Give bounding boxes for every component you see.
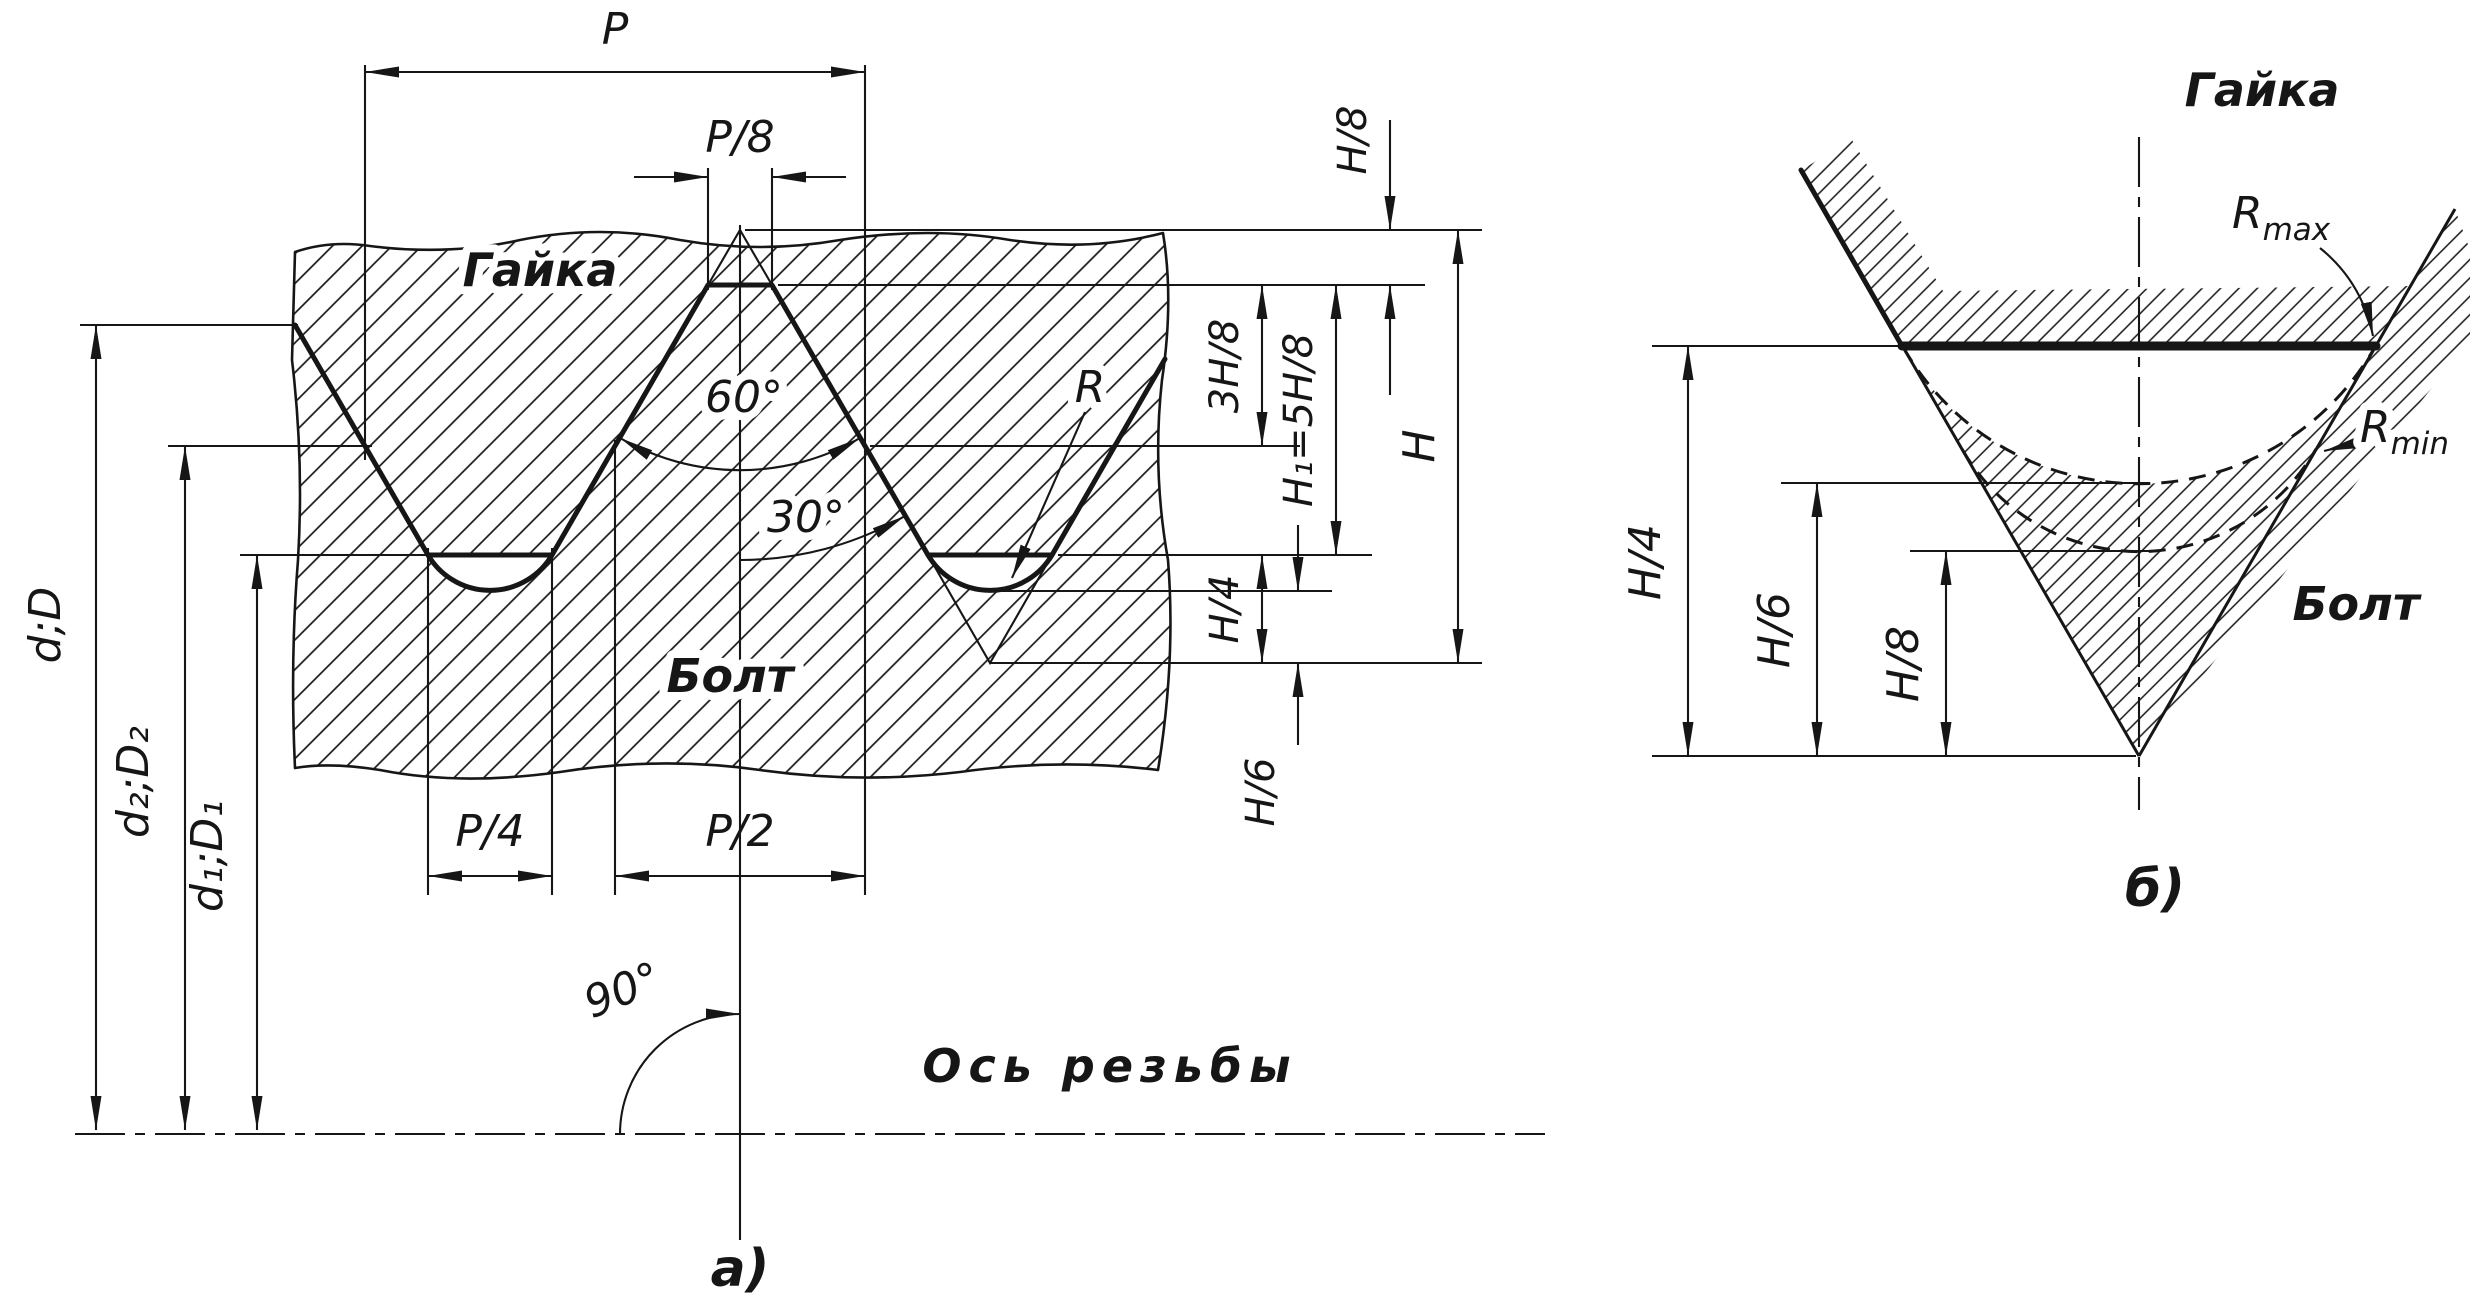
h6-label: H/6 [1238,757,1284,826]
r-min-label: Rmin [2360,402,2449,462]
p2-label: P/2 [705,806,774,857]
dimension-h8: H/8 [1330,105,1396,395]
dimension-d-pitch: d₂;D₂ [108,446,191,1130]
h1-label: H₁=5H/8 [1276,333,1322,507]
dimension-h1: H₁=5H/8 [1276,285,1342,555]
bolt-flank-right [2137,208,2457,757]
d-minor-label: d₁;D₁ [182,800,233,912]
caption-a: а) [711,1239,770,1299]
bolt-flank-left [1878,306,2141,757]
r-max-label: Rmax [2232,188,2331,248]
h-label: H [1394,429,1445,462]
detail-nut-label: Гайка [2185,63,2340,117]
pitch-label: P [602,4,629,55]
d-major-label: d;D [20,587,71,664]
angle-90-label: 90° [577,952,668,1029]
h8-label: H/8 [1330,105,1376,174]
thread-profile [292,282,1168,593]
dimension-h: H [1394,230,1464,663]
dimension-p2: P/2 [615,806,865,882]
bolt-label: Болт [666,649,795,703]
p8-label: P/8 [705,112,774,163]
h4-label: H/4 [1202,574,1248,643]
dimension-angle-60: 60° [619,364,861,472]
material-block [290,230,1172,780]
nut-material [1801,140,2411,346]
detail-h8-label: H/8 [1878,626,1929,702]
left-figure: P P/8 P/4 P/2 60° 30° R 9 [20,4,1545,1299]
r-min-arc [1960,448,2318,553]
detail-dimension-h8: H/8 [1878,551,1952,756]
dimension-h6: H/6 [1238,525,1304,827]
axis-label: Ось резьбы [922,1039,1297,1093]
thread-profile-line [292,282,1168,558]
bolt-flank-material [2139,209,2470,756]
nut-label: Гайка [463,243,618,297]
right-figure: H/4 H/6 H/8 Rmax Rmin Гайка Болт б) [1620,63,2470,919]
caption-b: б) [2125,859,2185,919]
r-min-leader: Rmin [2323,394,2457,470]
dimension-pitch: P [365,4,865,78]
detail-dimension-h6: H/6 [1749,483,1823,756]
dimension-angle-30: 30° [739,484,906,562]
root-arc-right [925,552,1055,593]
detail-bolt-label: Болт [2292,577,2421,631]
detail-h4-label: H/4 [1620,524,1671,600]
radius-label: R [1075,362,1106,413]
dimension-h4: H/4 [1202,555,1268,663]
detail-h6-label: H/6 [1749,592,1800,668]
detail-dimension-h4: H/4 [1620,346,1694,756]
dimension-angle-90: 90° [577,952,741,1135]
d-pitch-label: d₂;D₂ [108,726,159,838]
r-max-leader: Rmax [2224,180,2375,337]
dimension-p8: P/8 [634,112,846,183]
angle-30-label: 30° [767,492,845,543]
dimension-d-minor: d₁;D₁ [182,555,263,1130]
threeh8-label: 3H/8 [1202,319,1248,413]
dimension-d-major: d;D [20,325,102,1130]
dimension-p4: P/4 [428,806,552,882]
p4-label: P/4 [455,806,524,857]
angle-60-label: 60° [705,372,783,423]
dimension-3h8: 3H/8 [1202,285,1268,446]
construction-lines [80,65,1482,1240]
root-arc-left [425,552,555,593]
